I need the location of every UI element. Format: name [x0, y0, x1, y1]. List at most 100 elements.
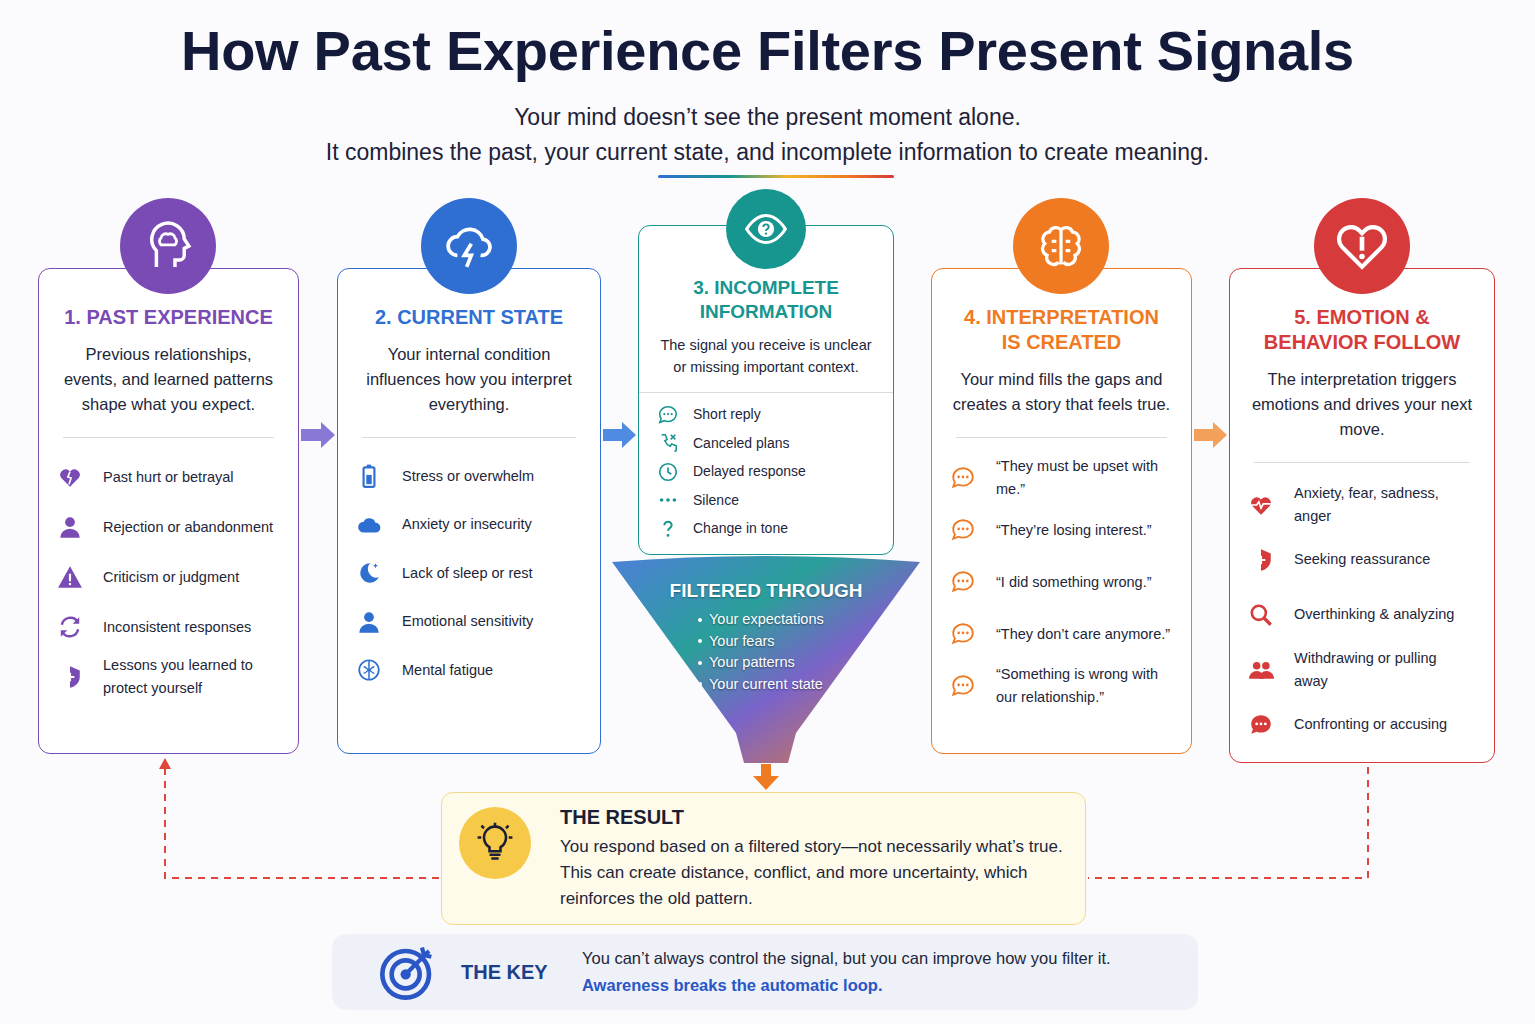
section-icon — [1314, 198, 1410, 294]
list-icon — [57, 614, 83, 640]
arrow-head — [753, 776, 779, 790]
list-icon — [950, 569, 976, 595]
list-icon — [356, 512, 382, 538]
connector-line — [165, 768, 439, 878]
page-title: How Past Experience Filters Present Sign… — [0, 18, 1535, 83]
funnel-row: Your expectations — [698, 609, 920, 631]
flow-arrow — [753, 764, 779, 790]
list-row: Lack of sleep or rest — [358, 549, 580, 598]
list-row: Canceled plans — [659, 429, 873, 458]
list-icon — [57, 664, 83, 690]
section-heading: 3. INCOMPLETE INFORMATION — [659, 276, 873, 324]
funnel-item: Your patterns — [709, 652, 795, 674]
list-row: Past hurt or betrayal — [59, 452, 278, 502]
funnel-list: Your expectationsYour fearsYour patterns… — [698, 609, 920, 695]
funnel-heading: FILTERED THROUGH — [612, 556, 920, 602]
connector-line — [301, 429, 322, 441]
list-item: Rejection or abandonment — [103, 516, 273, 539]
list-item: Silence — [693, 489, 739, 512]
list-row: “They’re losing interest.” — [952, 504, 1171, 556]
section-body: Your mind fills the gaps and creates a s… — [952, 367, 1171, 417]
arrow-head — [622, 422, 636, 448]
list-item: Delayed response — [693, 460, 806, 483]
list-item: “I did something wrong.” — [996, 571, 1152, 594]
connector-line — [1194, 429, 1214, 441]
list-icon — [1248, 712, 1274, 738]
feedback-loop — [1088, 767, 1368, 878]
funnel-item: Your fears — [709, 631, 775, 653]
list-icon — [1248, 547, 1274, 573]
section-body: The interpretation triggers emotions and… — [1250, 367, 1474, 442]
result-body: You respond based on a filtered story—no… — [560, 834, 1065, 912]
section-card: 2. CURRENT STATEYour internal condition … — [337, 268, 601, 754]
bulb-icon — [458, 806, 532, 880]
subtitle: It combines the past, your current state… — [0, 139, 1535, 166]
list-icon — [950, 621, 976, 647]
section-card: 5. EMOTION & BEHAVIOR FOLLOWThe interpre… — [1229, 268, 1495, 763]
key-line: You can’t always control the signal, but… — [582, 945, 1111, 972]
list-item: Anxiety or insecurity — [402, 513, 532, 536]
bullet-dot — [698, 639, 702, 643]
funnel-item: Your expectations — [709, 609, 824, 631]
list-icon — [1248, 602, 1274, 628]
list-item: Overthinking & analyzing — [1294, 603, 1454, 626]
list-row: Seeking reassurance — [1250, 532, 1474, 587]
key-text: You can’t always control the signal, but… — [582, 945, 1111, 999]
section-icon — [1013, 198, 1109, 294]
section-body: Previous relationships, events, and lear… — [59, 342, 278, 417]
list-item: Criticism or judgment — [103, 566, 239, 589]
list-item: Emotional sensitivity — [402, 610, 533, 633]
list-row: Stress or overwhelm — [358, 452, 580, 501]
list-item: Mental fatigue — [402, 659, 493, 682]
list-row: Short reply — [659, 401, 873, 430]
list-icon — [57, 564, 83, 590]
list-row: “Something is wrong with our relationshi… — [952, 660, 1171, 712]
list-row: Lessons you learned to protect yourself — [59, 652, 278, 702]
feedback-loop — [159, 758, 439, 878]
section-heading: 2. CURRENT STATE — [358, 305, 580, 330]
list-row: Overthinking & analyzing — [1250, 587, 1474, 642]
target-icon — [380, 944, 436, 1000]
list-item: “They’re losing interest.” — [996, 519, 1152, 542]
funnel-row: Your patterns — [698, 652, 920, 674]
list-icon — [657, 461, 679, 483]
divider-line — [1254, 462, 1470, 463]
connector-line — [1088, 767, 1368, 878]
list-icon — [356, 463, 382, 489]
list-item: Lessons you learned to protect yourself — [103, 654, 278, 700]
result-heading: THE RESULT — [560, 805, 1065, 830]
divider-line — [362, 437, 576, 438]
funnel-row: Your current state — [698, 674, 920, 696]
key-box: THE KEYYou can’t always control the sign… — [332, 934, 1198, 1010]
list-row: Confronting or accusing — [1250, 697, 1474, 752]
section-icon — [120, 198, 216, 294]
list-item: Inconsistent responses — [103, 616, 251, 639]
list-item: “They don’t care anymore.” — [996, 623, 1170, 646]
list-row: Change in tone — [659, 515, 873, 544]
list-icon — [657, 404, 679, 426]
list-icon — [57, 514, 83, 540]
list-icon — [356, 657, 382, 683]
subtitle: Your mind doesn’t see the present moment… — [0, 104, 1535, 131]
list-row: Silence — [659, 486, 873, 515]
section-heading: 1. PAST EXPERIENCE — [59, 305, 278, 330]
list-icon — [356, 560, 382, 586]
list-icon — [1248, 657, 1274, 683]
filter-funnel: FILTERED THROUGH Your expectationsYour fe… — [612, 556, 920, 763]
list-icon — [950, 517, 976, 543]
section-card: 4. INTERPRETATION IS CREATEDYour mind fi… — [931, 268, 1192, 754]
list-item: Seeking reassurance — [1294, 548, 1430, 571]
list-row: “They must be upset with me.” — [952, 452, 1171, 504]
list-row: Emotional sensitivity — [358, 598, 580, 647]
key-heading: THE KEY — [461, 960, 582, 985]
section-body: The signal you receive is unclear or mis… — [659, 334, 873, 378]
arrow-head — [1213, 422, 1227, 448]
bullet-dot — [698, 618, 702, 622]
arrow-head — [159, 758, 171, 769]
list-row: Anxiety, fear, sadness, anger — [1250, 477, 1474, 532]
title-underline — [658, 175, 894, 178]
list-icon — [950, 465, 976, 491]
list-item: “They must be upset with me.” — [996, 455, 1171, 501]
flow-arrow — [301, 422, 335, 448]
